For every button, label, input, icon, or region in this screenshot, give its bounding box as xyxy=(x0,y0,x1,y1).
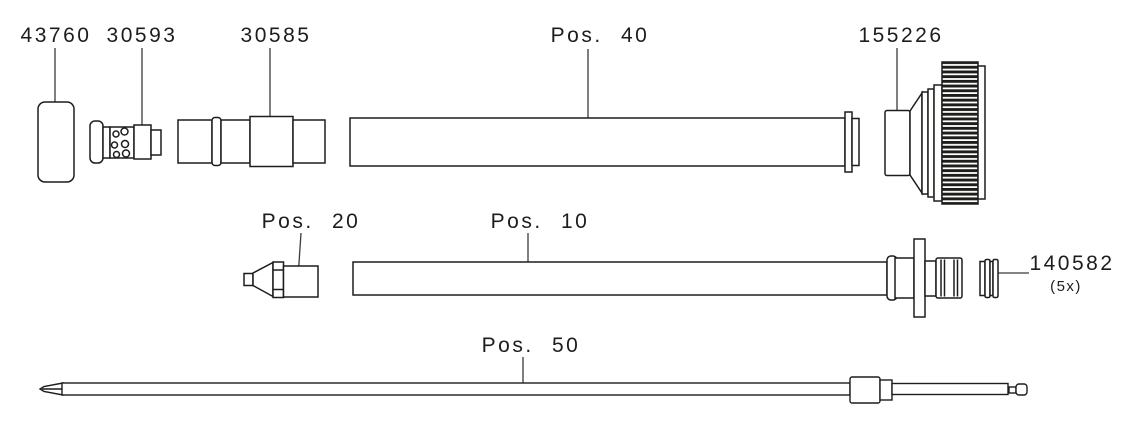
label-pos-50: Pos. 50 xyxy=(482,334,581,357)
knurled-grip-texture xyxy=(941,61,979,205)
inner-tube-pos10-drawing xyxy=(352,238,963,318)
label-155226: 155226 xyxy=(858,24,943,47)
label-140582: 140582 xyxy=(1029,252,1114,275)
label-140582-quantity: (5x) xyxy=(1050,278,1082,295)
label-30585: 30585 xyxy=(241,24,312,47)
label-30593: 30593 xyxy=(107,24,178,47)
label-43760: 43760 xyxy=(21,24,92,47)
fitting-30593-drawing xyxy=(89,120,162,164)
cap-43760-drawing xyxy=(37,101,75,183)
label-pos-20: Pos. 20 xyxy=(262,210,361,233)
label-pos-40: Pos. 40 xyxy=(551,24,650,47)
adapter-30585-drawing xyxy=(177,115,326,168)
outer-tube-pos40-drawing xyxy=(349,111,860,173)
label-pos-10: Pos. 10 xyxy=(491,210,590,233)
nozzle-pos20-drawing xyxy=(243,261,319,299)
knurled-knob-155226-drawing xyxy=(884,61,986,205)
rod-pos50-drawing xyxy=(38,376,1028,404)
seal-140582-drawing xyxy=(979,258,999,299)
